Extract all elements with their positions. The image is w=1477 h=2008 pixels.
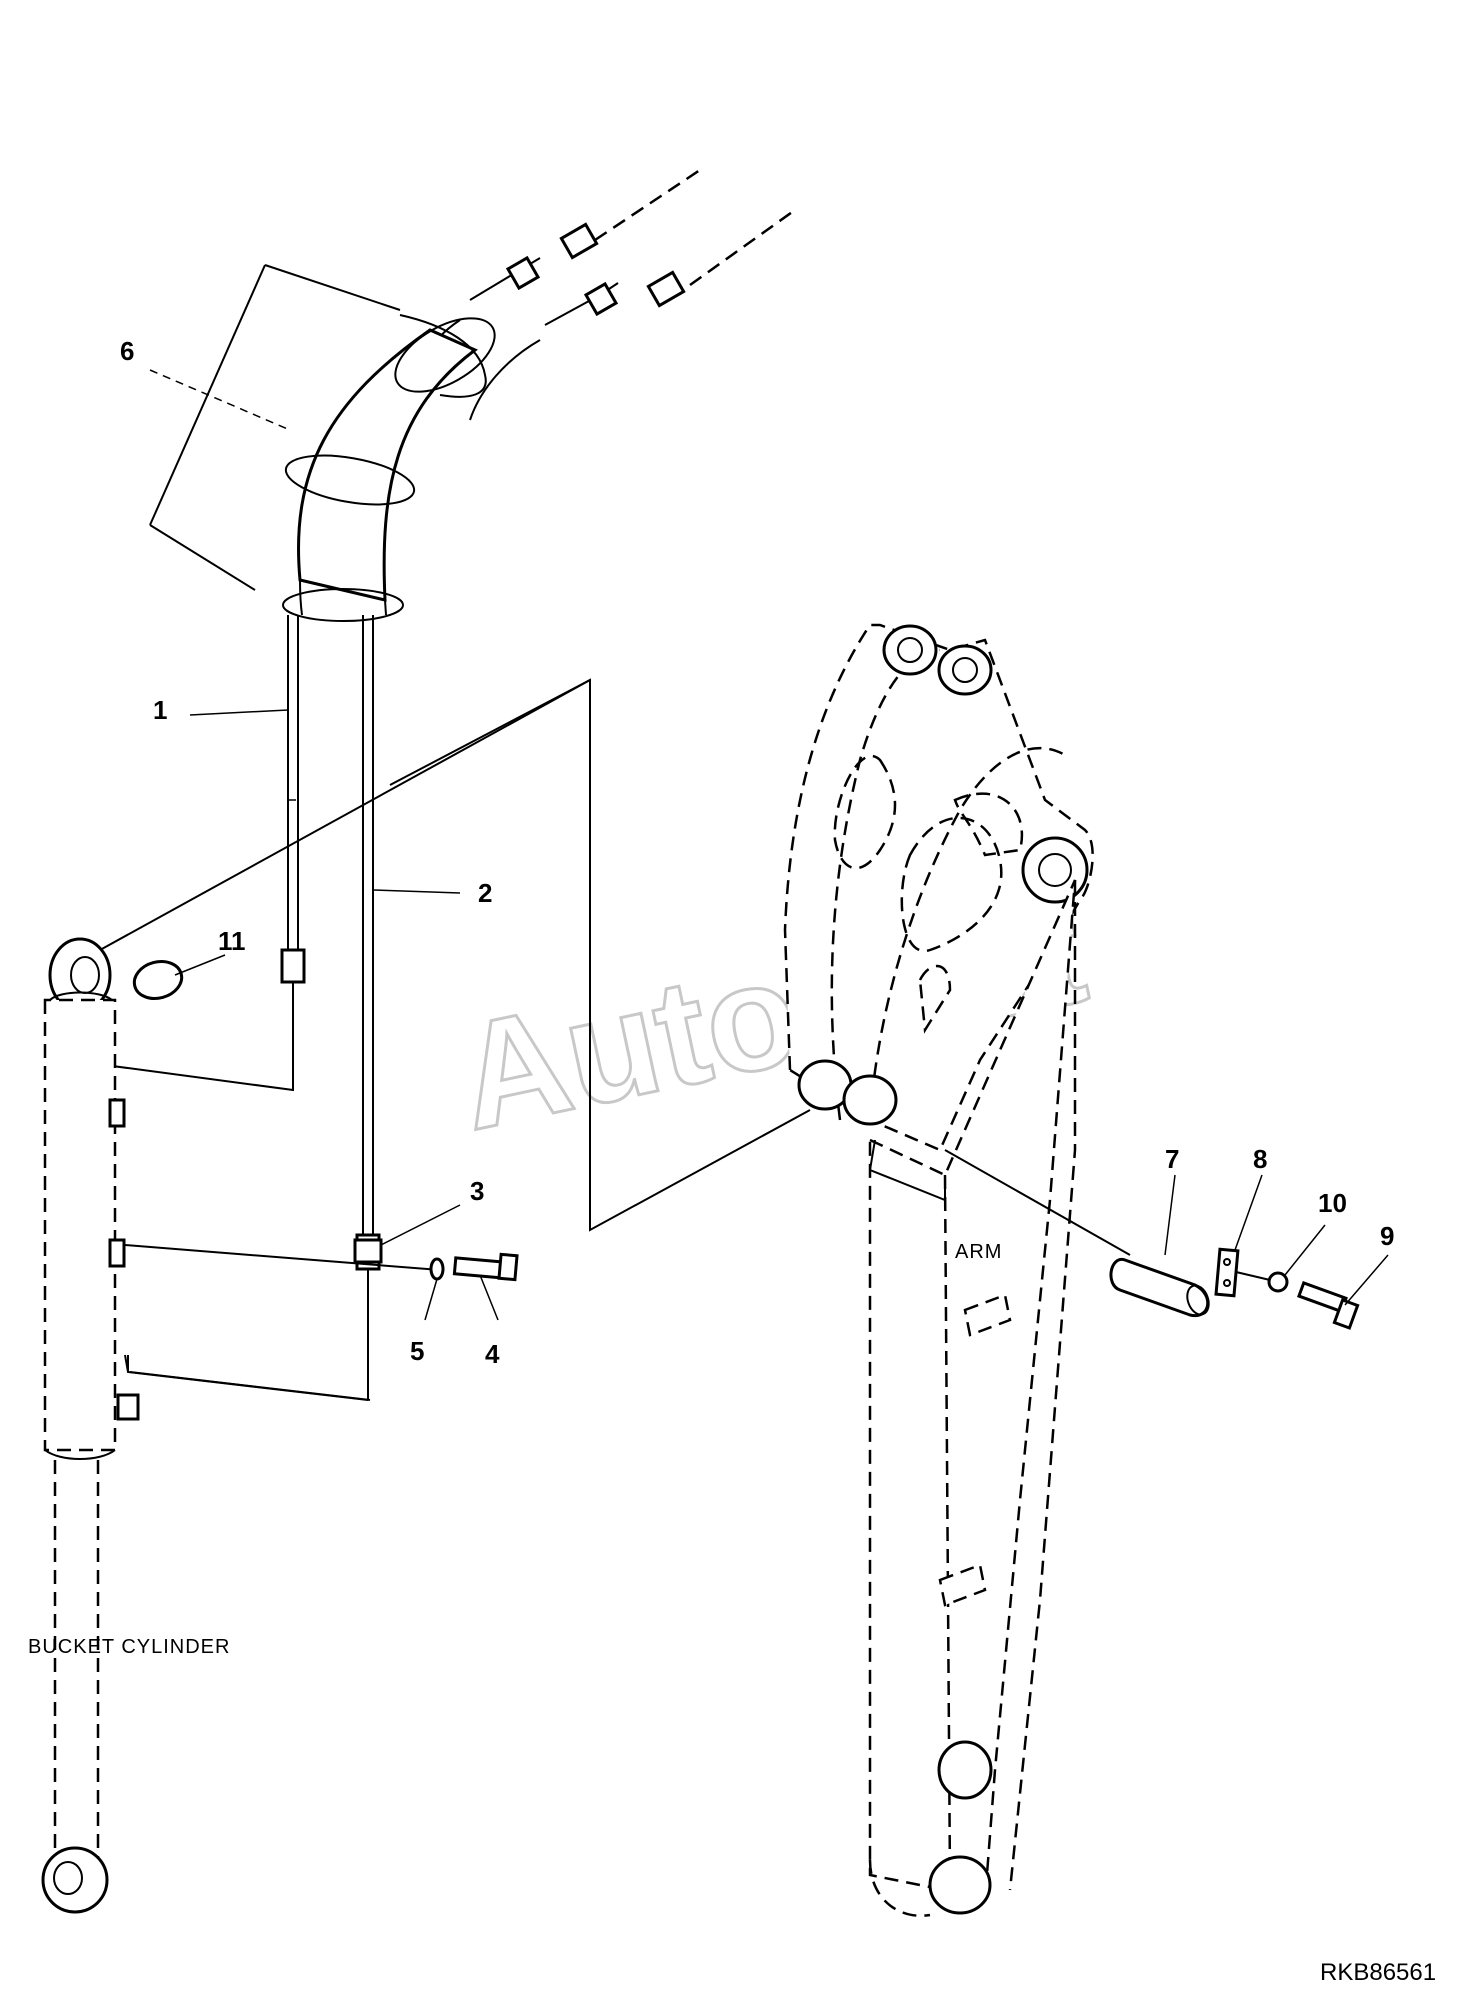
pin-assembly <box>944 1149 1360 1330</box>
cylinder-rod-eye <box>41 1846 109 1914</box>
hose-1-fitting <box>280 948 306 984</box>
plate-8 <box>1214 1247 1240 1298</box>
washer-10 <box>1267 1271 1289 1293</box>
callout-2: 2 <box>478 878 492 908</box>
arm-pin-top-right <box>937 644 993 696</box>
hose-2 <box>355 615 381 1400</box>
washer-5 <box>429 1257 445 1281</box>
arm-pin-lower-right <box>842 1074 898 1126</box>
clamp <box>353 1238 383 1264</box>
callout-4: 4 <box>485 1339 500 1369</box>
label-bucket-cylinder: BUCKET CYLINDER <box>28 1636 230 1658</box>
callout-3: 3 <box>470 1176 484 1206</box>
document-id: RKB86561 <box>1320 1959 1436 1986</box>
clamp-assembly <box>124 1238 519 1282</box>
pin-7 <box>1109 1258 1210 1318</box>
arm <box>783 623 1094 1917</box>
callout-10: 10 <box>1318 1188 1347 1218</box>
arm-pin-boom <box>1021 836 1089 904</box>
hose-1 <box>280 615 306 1060</box>
fitting-upper-1 <box>559 222 599 260</box>
washer-11 <box>132 960 184 1000</box>
hose-protector <box>149 264 496 622</box>
callout-1: 1 <box>153 695 167 725</box>
upper-hoses <box>425 168 796 421</box>
callout-8: 8 <box>1253 1144 1267 1174</box>
leader-lines <box>149 369 1389 1321</box>
reference-lines <box>99 678 811 1401</box>
arm-pin-bucket-cyl <box>937 1740 993 1800</box>
callout-5: 5 <box>410 1336 424 1366</box>
arm-pin-bucket <box>928 1855 992 1915</box>
bucket-cylinder <box>41 937 140 1914</box>
callout-11: 11 <box>218 926 246 956</box>
callout-6: 6 <box>120 336 134 366</box>
label-arm: ARM <box>955 1241 1002 1263</box>
callout-9: 9 <box>1380 1221 1394 1251</box>
fitting-upper-2 <box>646 270 686 308</box>
callout-7: 7 <box>1165 1144 1179 1174</box>
arm-pin-top-left <box>882 624 938 676</box>
